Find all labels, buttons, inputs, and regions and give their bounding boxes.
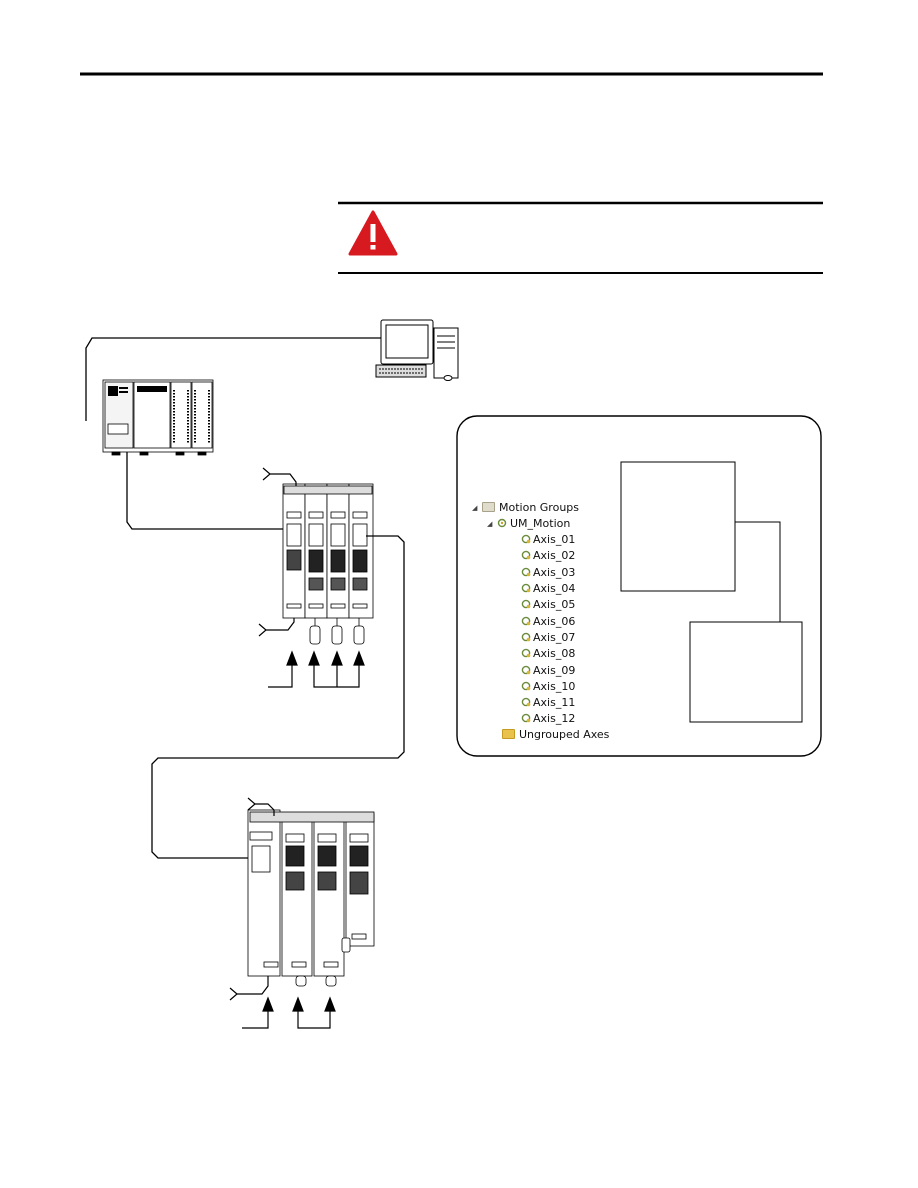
- controller-chassis: [102, 379, 214, 456]
- tree-item-label: Motion Groups: [499, 501, 580, 514]
- expand-triangle-icon[interactable]: ◢: [472, 504, 478, 512]
- axis-icon: [521, 713, 531, 723]
- tree-item-um-motion[interactable]: ◢ UM_Motion: [487, 517, 570, 531]
- axis-icon: [521, 616, 531, 626]
- tree-item-ungrouped-axes[interactable]: Ungrouped Axes: [502, 728, 609, 742]
- axis-icon: [521, 648, 531, 658]
- tree-item-label: Axis_11: [533, 696, 576, 709]
- tree-item-axis[interactable]: Axis_03: [521, 566, 575, 580]
- tree-item-axis[interactable]: Axis_01: [521, 533, 575, 547]
- axis-icon: [521, 665, 531, 675]
- tree-item-label: Axis_09: [533, 664, 576, 677]
- tree-item-label: Axis_08: [533, 647, 576, 660]
- tree-item-label: Ungrouped Axes: [519, 728, 610, 741]
- drive1-arrows: [268, 650, 365, 688]
- folder-icon: [502, 729, 515, 739]
- motion-groups-folder-icon: [482, 502, 495, 512]
- tree-item-label: Axis_12: [533, 712, 576, 725]
- tree-item-label: UM_Motion: [510, 517, 571, 530]
- tree-item-axis[interactable]: Axis_12: [521, 712, 575, 726]
- callout-box-1: [620, 461, 736, 592]
- axis-icon: [521, 632, 531, 642]
- tree-item-axis[interactable]: Axis_02: [521, 549, 575, 563]
- axis-icon: [521, 681, 531, 691]
- drive-system-2: [247, 809, 375, 987]
- expand-triangle-icon[interactable]: ◢: [487, 520, 493, 528]
- tree-item-axis[interactable]: Axis_09: [521, 664, 575, 678]
- tree-item-label: Axis_05: [533, 598, 576, 611]
- axis-icon: [521, 599, 531, 609]
- tree-item-label: Axis_02: [533, 549, 576, 562]
- ethernet-cable-drive1: [126, 452, 283, 530]
- ethernet-cable-pc: [85, 337, 381, 421]
- drive-system-1: [282, 483, 374, 645]
- callout-connector: [735, 521, 781, 622]
- tree-item-label: Axis_06: [533, 615, 576, 628]
- callout-box-2: [689, 621, 803, 723]
- axis-icon: [521, 697, 531, 707]
- ethernet-cable-drive2: [151, 535, 405, 859]
- axis-icon: [521, 583, 531, 593]
- warning-triangle-icon: [348, 210, 398, 256]
- tree-item-axis[interactable]: Axis_10: [521, 680, 575, 694]
- tree-item-label: Axis_10: [533, 680, 576, 693]
- axis-icon: [521, 534, 531, 544]
- tree-item-label: Axis_01: [533, 533, 576, 546]
- drive2-arrows: [242, 996, 336, 1029]
- computer-icon: [375, 319, 459, 381]
- motion-group-icon: [497, 518, 507, 528]
- axis-icon: [521, 567, 531, 577]
- tree-item-axis[interactable]: Axis_11: [521, 696, 575, 710]
- tree-item-axis[interactable]: Axis_06: [521, 615, 575, 629]
- tree-item-motion-groups[interactable]: ◢ Motion Groups: [472, 501, 579, 515]
- tree-item-label: Axis_04: [533, 582, 576, 595]
- tree-item-axis[interactable]: Axis_08: [521, 647, 575, 661]
- tree-item-axis[interactable]: Axis_04: [521, 582, 575, 596]
- tree-item-axis[interactable]: Axis_07: [521, 631, 575, 645]
- tree-item-label: Axis_07: [533, 631, 576, 644]
- axis-icon: [521, 550, 531, 560]
- tree-item-axis[interactable]: Axis_05: [521, 598, 575, 612]
- tree-item-label: Axis_03: [533, 566, 576, 579]
